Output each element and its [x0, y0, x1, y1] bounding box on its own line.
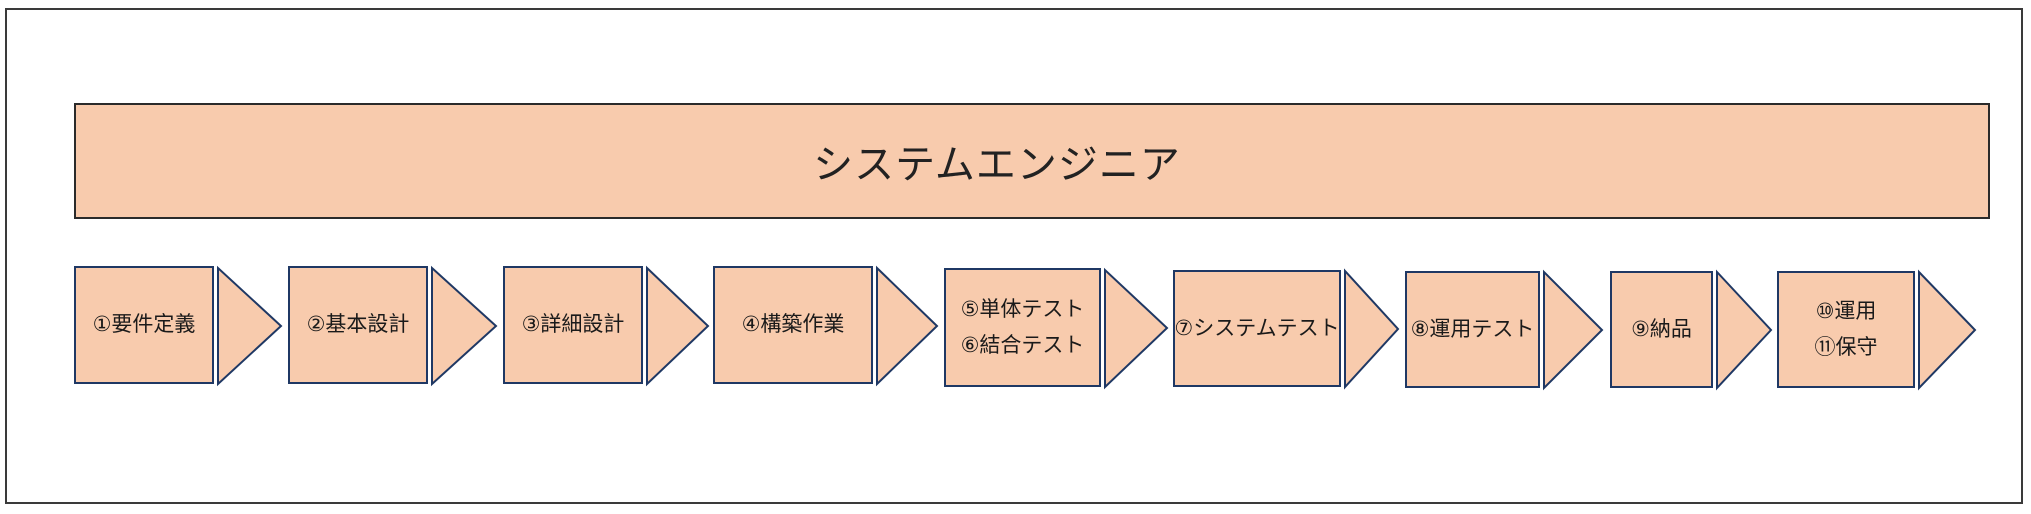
- role-title: システムエンジニア: [813, 142, 1181, 188]
- step-delivery: ⑨納品: [1610, 271, 1713, 388]
- step-requirements: ①要件定義: [74, 266, 214, 384]
- flow-arrow-2: [431, 265, 498, 387]
- flow-arrow-4: [876, 265, 939, 387]
- flow-arrow-7: [1543, 269, 1604, 391]
- step-operation-test: ⑧運用テスト: [1405, 271, 1540, 388]
- flow-arrow-5: [1104, 267, 1169, 390]
- flow-arrow-6: [1344, 268, 1400, 390]
- flow-arrow-9: [1918, 269, 1977, 391]
- step-label-line2: ⑥結合テスト: [960, 332, 1085, 357]
- step-label: ⑧運用テスト: [1410, 316, 1535, 341]
- step-label: ⑨納品: [1631, 316, 1692, 341]
- diagram-frame: [5, 8, 2023, 504]
- step-system-test: ⑦システムテスト: [1173, 270, 1341, 387]
- step-label: ④構築作業: [741, 312, 845, 337]
- step-label-line1: ⑩運用: [1815, 299, 1877, 324]
- step-operation-maintenance: ⑩運用 ⑪保守: [1777, 271, 1915, 388]
- role-banner: システムエンジニア: [74, 103, 1990, 219]
- step-label: ⑦システムテスト: [1174, 315, 1340, 340]
- step-label: ③詳細設計: [521, 312, 625, 337]
- step-unit-integration-test: ⑤単体テスト ⑥結合テスト: [944, 268, 1101, 387]
- flow-arrow-3: [646, 265, 710, 387]
- step-detailed-design: ③詳細設計: [503, 266, 643, 384]
- step-label-line2: ⑪保守: [1814, 334, 1878, 359]
- step-basic-design: ②基本設計: [288, 266, 428, 384]
- step-label-line1: ⑤単体テスト: [960, 297, 1085, 322]
- step-label: ②基本設計: [306, 312, 410, 337]
- step-construction: ④構築作業: [713, 266, 873, 384]
- step-label: ①要件定義: [92, 312, 196, 337]
- flow-arrow-1: [217, 265, 283, 387]
- flow-arrow-8: [1716, 269, 1773, 391]
